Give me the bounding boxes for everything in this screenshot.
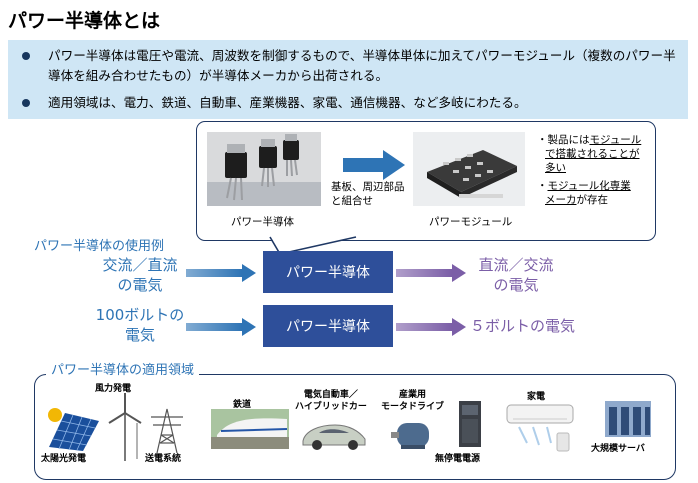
- motor-label: 産業用 モータドライブ: [381, 389, 444, 413]
- note-text-underlined: 多い: [545, 162, 566, 174]
- combine-caption-line: 基板、周辺部品: [331, 181, 405, 193]
- usage-heading: パワー半導体の使用例: [34, 239, 165, 254]
- summary-box: パワー半導体は電圧や電流、周波数を制御するもので、半導体単体に加えてパワーモジュ…: [8, 40, 688, 119]
- bullet-dot-icon: [22, 52, 30, 60]
- row1-output: 直流／交流 の電気: [470, 255, 562, 295]
- note-module-makers: ・モジュール化専業 メーカが存在: [537, 179, 631, 207]
- train-icon: [211, 409, 289, 449]
- server-label: 大規模サーバ: [591, 444, 645, 454]
- note-text-underlined: で搭載されることが: [545, 148, 640, 160]
- wind-turbine-icon: [108, 393, 142, 461]
- module-caption: パワーモジュール: [429, 216, 513, 228]
- note-text: が存在: [576, 194, 609, 206]
- row2-input-line: 電気: [124, 326, 155, 344]
- arrow-right-icon: [396, 318, 466, 336]
- bullet-dot-icon: [22, 99, 30, 107]
- note-text-underlined: モジュール: [589, 134, 642, 146]
- server-room-icon: [605, 401, 651, 437]
- arrow-right-icon: [186, 318, 256, 336]
- combine-caption-line: と組合せ: [331, 195, 373, 207]
- ups-label: 無停電電源: [435, 454, 481, 464]
- note-line: 多い: [537, 161, 641, 175]
- solar-panel-icon: [48, 408, 99, 451]
- row1-power-semiconductor-box: パワー半導体: [263, 251, 393, 293]
- row1-output-line: 直流／交流: [478, 256, 554, 274]
- motor-label-line: モータドライブ: [381, 402, 445, 412]
- arrow-right-icon: [186, 264, 256, 282]
- discrete-semiconductor-photo: [207, 132, 321, 206]
- row2-output: ５ボルトの電気: [470, 317, 576, 335]
- car-icon: [302, 424, 366, 450]
- row1-input-line: の電気: [117, 276, 163, 294]
- note-text-underlined: モジュール化専業: [547, 180, 631, 192]
- arrow-right-icon: [396, 264, 466, 282]
- bullet-text: 適用領域は、電力、鉄道、自動車、産業機器、家電、通信機器、など多岐にわたる。: [48, 95, 527, 110]
- application-areas-box: 太陽光発電 風力発電 送電系統 鉄道 電気自動車／ ハイブリッドカー: [34, 374, 676, 480]
- ups-icon: [459, 401, 481, 447]
- note-text: ・: [537, 180, 548, 192]
- product-callout: パワー半導体 基板、周辺部品 と組合せ パワーモジュール ・製品にはモジュール …: [196, 121, 656, 241]
- row1-output-line: の電気: [493, 276, 539, 294]
- grid-label: 送電系統: [145, 454, 182, 464]
- arrow-right-icon: [343, 150, 405, 180]
- motor-label-line: 産業用: [399, 390, 427, 400]
- discrete-caption: パワー半導体: [231, 216, 294, 228]
- wind-label: 風力発電: [95, 384, 132, 394]
- appliance-label: 家電: [527, 392, 546, 402]
- note-module-usage: ・製品にはモジュール で搭載されることが 多い: [537, 133, 641, 175]
- rail-label: 鉄道: [233, 400, 252, 410]
- row1-input: 交流／直流 の電気: [78, 255, 202, 295]
- row2-input-line: 100ボルトの: [95, 306, 185, 324]
- row2-power-semiconductor-box: パワー半導体: [263, 305, 393, 347]
- note-line: で搭載されることが: [537, 147, 641, 161]
- motor-icon: [391, 423, 429, 449]
- row2-input: 100ボルトの 電気: [78, 305, 202, 345]
- note-line: ・製品にはモジュール: [537, 133, 641, 147]
- note-text-underlined: メーカ: [545, 194, 577, 206]
- application-areas-heading: パワー半導体の適用領域: [46, 359, 200, 378]
- note-line: ・モジュール化専業: [537, 179, 631, 193]
- bullet-text: パワー半導体は電圧や電流、周波数を制御するもので、半導体単体に加えてパワーモジュ…: [48, 48, 676, 83]
- combine-caption: 基板、周辺部品 と組合せ: [331, 180, 405, 208]
- note-line: メーカが存在: [537, 193, 631, 207]
- ev-label-line: ハイブリッドカー: [295, 402, 367, 412]
- note-text: ・製品には: [537, 134, 590, 146]
- ev-label-line: 電気自動車／: [303, 390, 358, 400]
- ev-label: 電気自動車／ ハイブリッドカー: [295, 389, 367, 413]
- transmission-tower-icon: [151, 408, 183, 454]
- solar-label: 太陽光発電: [41, 454, 87, 464]
- power-module-photo: [413, 132, 525, 206]
- air-conditioner-icon: [506, 404, 574, 452]
- row1-input-line: 交流／直流: [102, 256, 178, 274]
- page-title: パワー半導体とは: [8, 10, 161, 32]
